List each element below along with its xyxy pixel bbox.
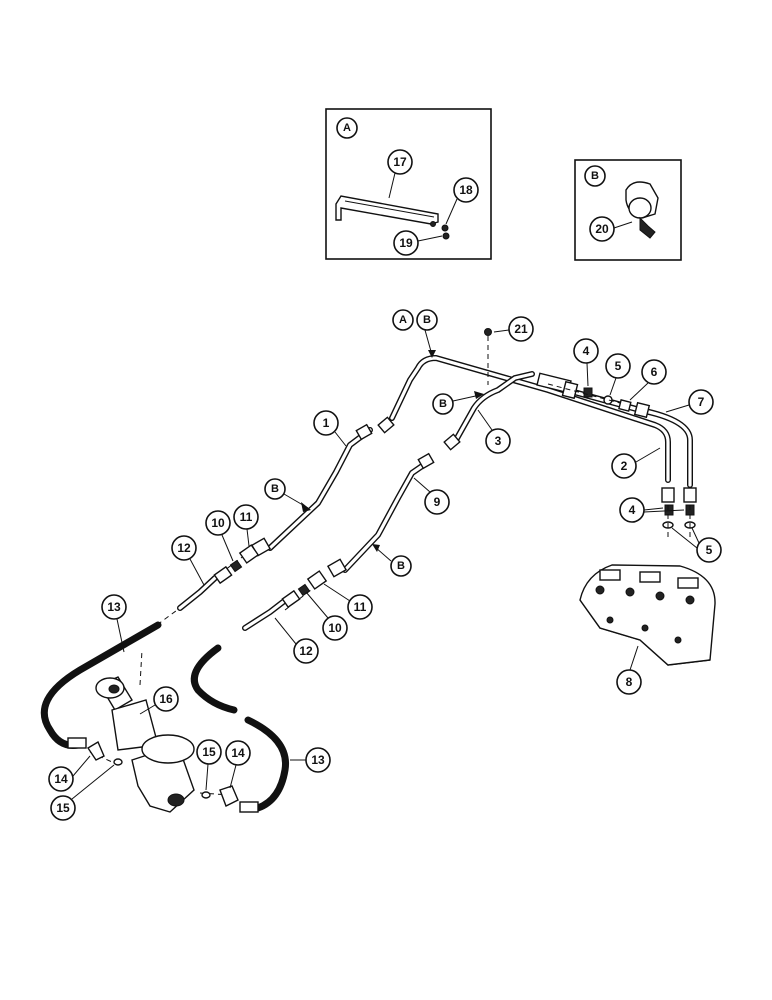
callout-8: 8 bbox=[626, 675, 633, 689]
detail-a-label: A bbox=[343, 122, 351, 134]
callout-10-mid: 10 bbox=[328, 621, 342, 635]
callout-14-left: 14 bbox=[54, 772, 68, 786]
section-label-b: B bbox=[423, 314, 431, 326]
callout-4-bottom: 4 bbox=[629, 503, 636, 517]
callout-13-top: 13 bbox=[107, 600, 121, 614]
callout-10-top: 10 bbox=[211, 516, 225, 530]
callout-2: 2 bbox=[621, 459, 628, 473]
callout-11-mid: 11 bbox=[354, 600, 367, 614]
section-labels: A B B B B bbox=[264, 309, 484, 577]
tube-b-label-2: B bbox=[271, 483, 279, 495]
callout-15-left: 15 bbox=[56, 801, 70, 815]
callouts: 21 4 5 6 7 1 3 2 9 4 bbox=[48, 316, 722, 821]
callout-12-mid: 12 bbox=[299, 644, 313, 658]
callout-19: 19 bbox=[399, 236, 413, 250]
callout-3: 3 bbox=[495, 434, 502, 448]
callout-17: 17 bbox=[393, 155, 407, 169]
callout-16: 16 bbox=[159, 692, 173, 706]
callout-12-top: 12 bbox=[177, 541, 191, 555]
hoses bbox=[40, 544, 328, 813]
callout-20: 20 bbox=[595, 222, 609, 236]
detail-box-a: A 17 18 19 bbox=[325, 108, 492, 260]
callout-15-bottom: 15 bbox=[202, 745, 216, 759]
callout-14-bottom: 14 bbox=[231, 746, 245, 760]
detail-box-b: B 20 bbox=[574, 159, 682, 261]
callout-6: 6 bbox=[651, 365, 658, 379]
callout-1: 1 bbox=[323, 416, 330, 430]
callout-21: 21 bbox=[514, 322, 528, 336]
callout-4-top: 4 bbox=[583, 344, 590, 358]
callout-5-top: 5 bbox=[615, 359, 622, 373]
callout-5-bottom: 5 bbox=[706, 543, 713, 557]
callout-18: 18 bbox=[459, 183, 473, 197]
section-label-a: A bbox=[399, 314, 407, 326]
tube-b-label-1: B bbox=[439, 398, 447, 410]
callout-11-top: 11 bbox=[240, 510, 253, 524]
callout-7: 7 bbox=[698, 395, 705, 409]
detail-b-label: B bbox=[591, 170, 599, 182]
cylinder-16 bbox=[95, 676, 195, 813]
tube-b-label-3: B bbox=[397, 560, 405, 572]
callout-13-bottom: 13 bbox=[311, 753, 325, 767]
callout-9: 9 bbox=[434, 495, 441, 509]
control-valve-8 bbox=[579, 564, 716, 666]
